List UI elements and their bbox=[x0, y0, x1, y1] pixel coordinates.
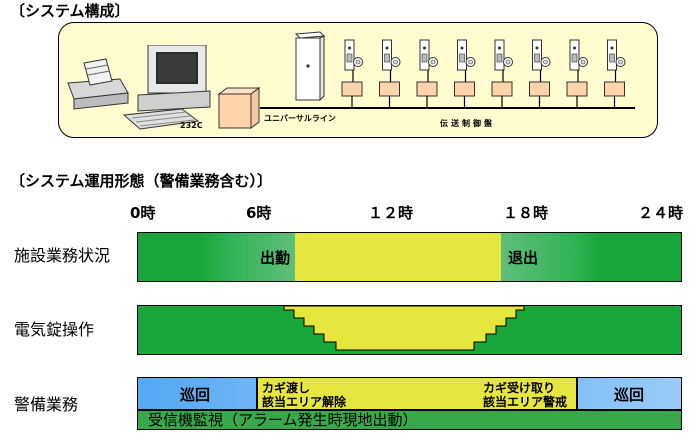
time-label: 6時 bbox=[246, 204, 272, 222]
time-label: １２時 bbox=[368, 204, 414, 222]
daytime-security: カギ渡し 該当エリア解除 カギ受け取り 該当エリア警戒 bbox=[257, 377, 577, 410]
door-lock-icon bbox=[491, 39, 513, 108]
door-lock-icon bbox=[341, 39, 363, 108]
start-event-label: 出勤 bbox=[260, 249, 291, 267]
door-lock-icon bbox=[416, 39, 438, 108]
patrol-label: 巡回 bbox=[180, 386, 211, 404]
door-locks-svg bbox=[341, 39, 626, 108]
electric-lock-bar bbox=[137, 305, 682, 355]
controller-label: 伝送制御盤 bbox=[440, 119, 495, 128]
key-handover-label: カギ渡し 該当エリア解除 bbox=[262, 381, 347, 409]
time-label: 0時 bbox=[130, 204, 156, 222]
adapter-box-icon bbox=[217, 87, 261, 129]
universal-line-bus bbox=[260, 107, 635, 109]
end-event-label: 退出 bbox=[508, 249, 539, 267]
row-label-electric-lock: 電気錠操作 bbox=[14, 320, 95, 339]
receiver-monitoring-bar: 受信機監視（アラーム発生時現地出動） bbox=[137, 410, 682, 430]
door-lock-icon bbox=[529, 39, 551, 108]
control-cabinet-icon bbox=[294, 31, 326, 102]
door-lock-icon bbox=[454, 39, 476, 108]
morning-gradient bbox=[198, 233, 296, 281]
universal-line-label: ユニバーサルライン bbox=[264, 114, 336, 123]
time-label: ２４時 bbox=[638, 204, 684, 222]
row-label-security: 警備業務 bbox=[14, 395, 79, 414]
patrol-evening: 巡回 bbox=[577, 377, 682, 410]
patrol-morning: 巡回 bbox=[137, 377, 257, 410]
operation-title: 〔システム運用形態（警備業務含む）〕 bbox=[10, 172, 273, 190]
patrol-label: 巡回 bbox=[614, 386, 645, 404]
door-lock-icon bbox=[566, 39, 588, 108]
door-lock-icon bbox=[379, 39, 401, 108]
facility-status-bar: 出勤 退出 bbox=[137, 232, 682, 282]
row-label-facility: 施設業務状況 bbox=[14, 246, 111, 265]
time-label: １８時 bbox=[503, 204, 549, 222]
daytime-block bbox=[295, 233, 501, 281]
computer-printer-icon bbox=[67, 45, 211, 130]
system-config-title: 〔システム構成〕 bbox=[10, 2, 130, 20]
key-return-label: カギ受け取り 該当エリア警戒 bbox=[483, 381, 568, 409]
door-lock-icon bbox=[604, 39, 626, 108]
port-label: 232C bbox=[180, 121, 203, 130]
evening-gradient bbox=[501, 233, 601, 281]
door-lock-row bbox=[335, 38, 635, 108]
unlock-profile bbox=[283, 306, 525, 351]
